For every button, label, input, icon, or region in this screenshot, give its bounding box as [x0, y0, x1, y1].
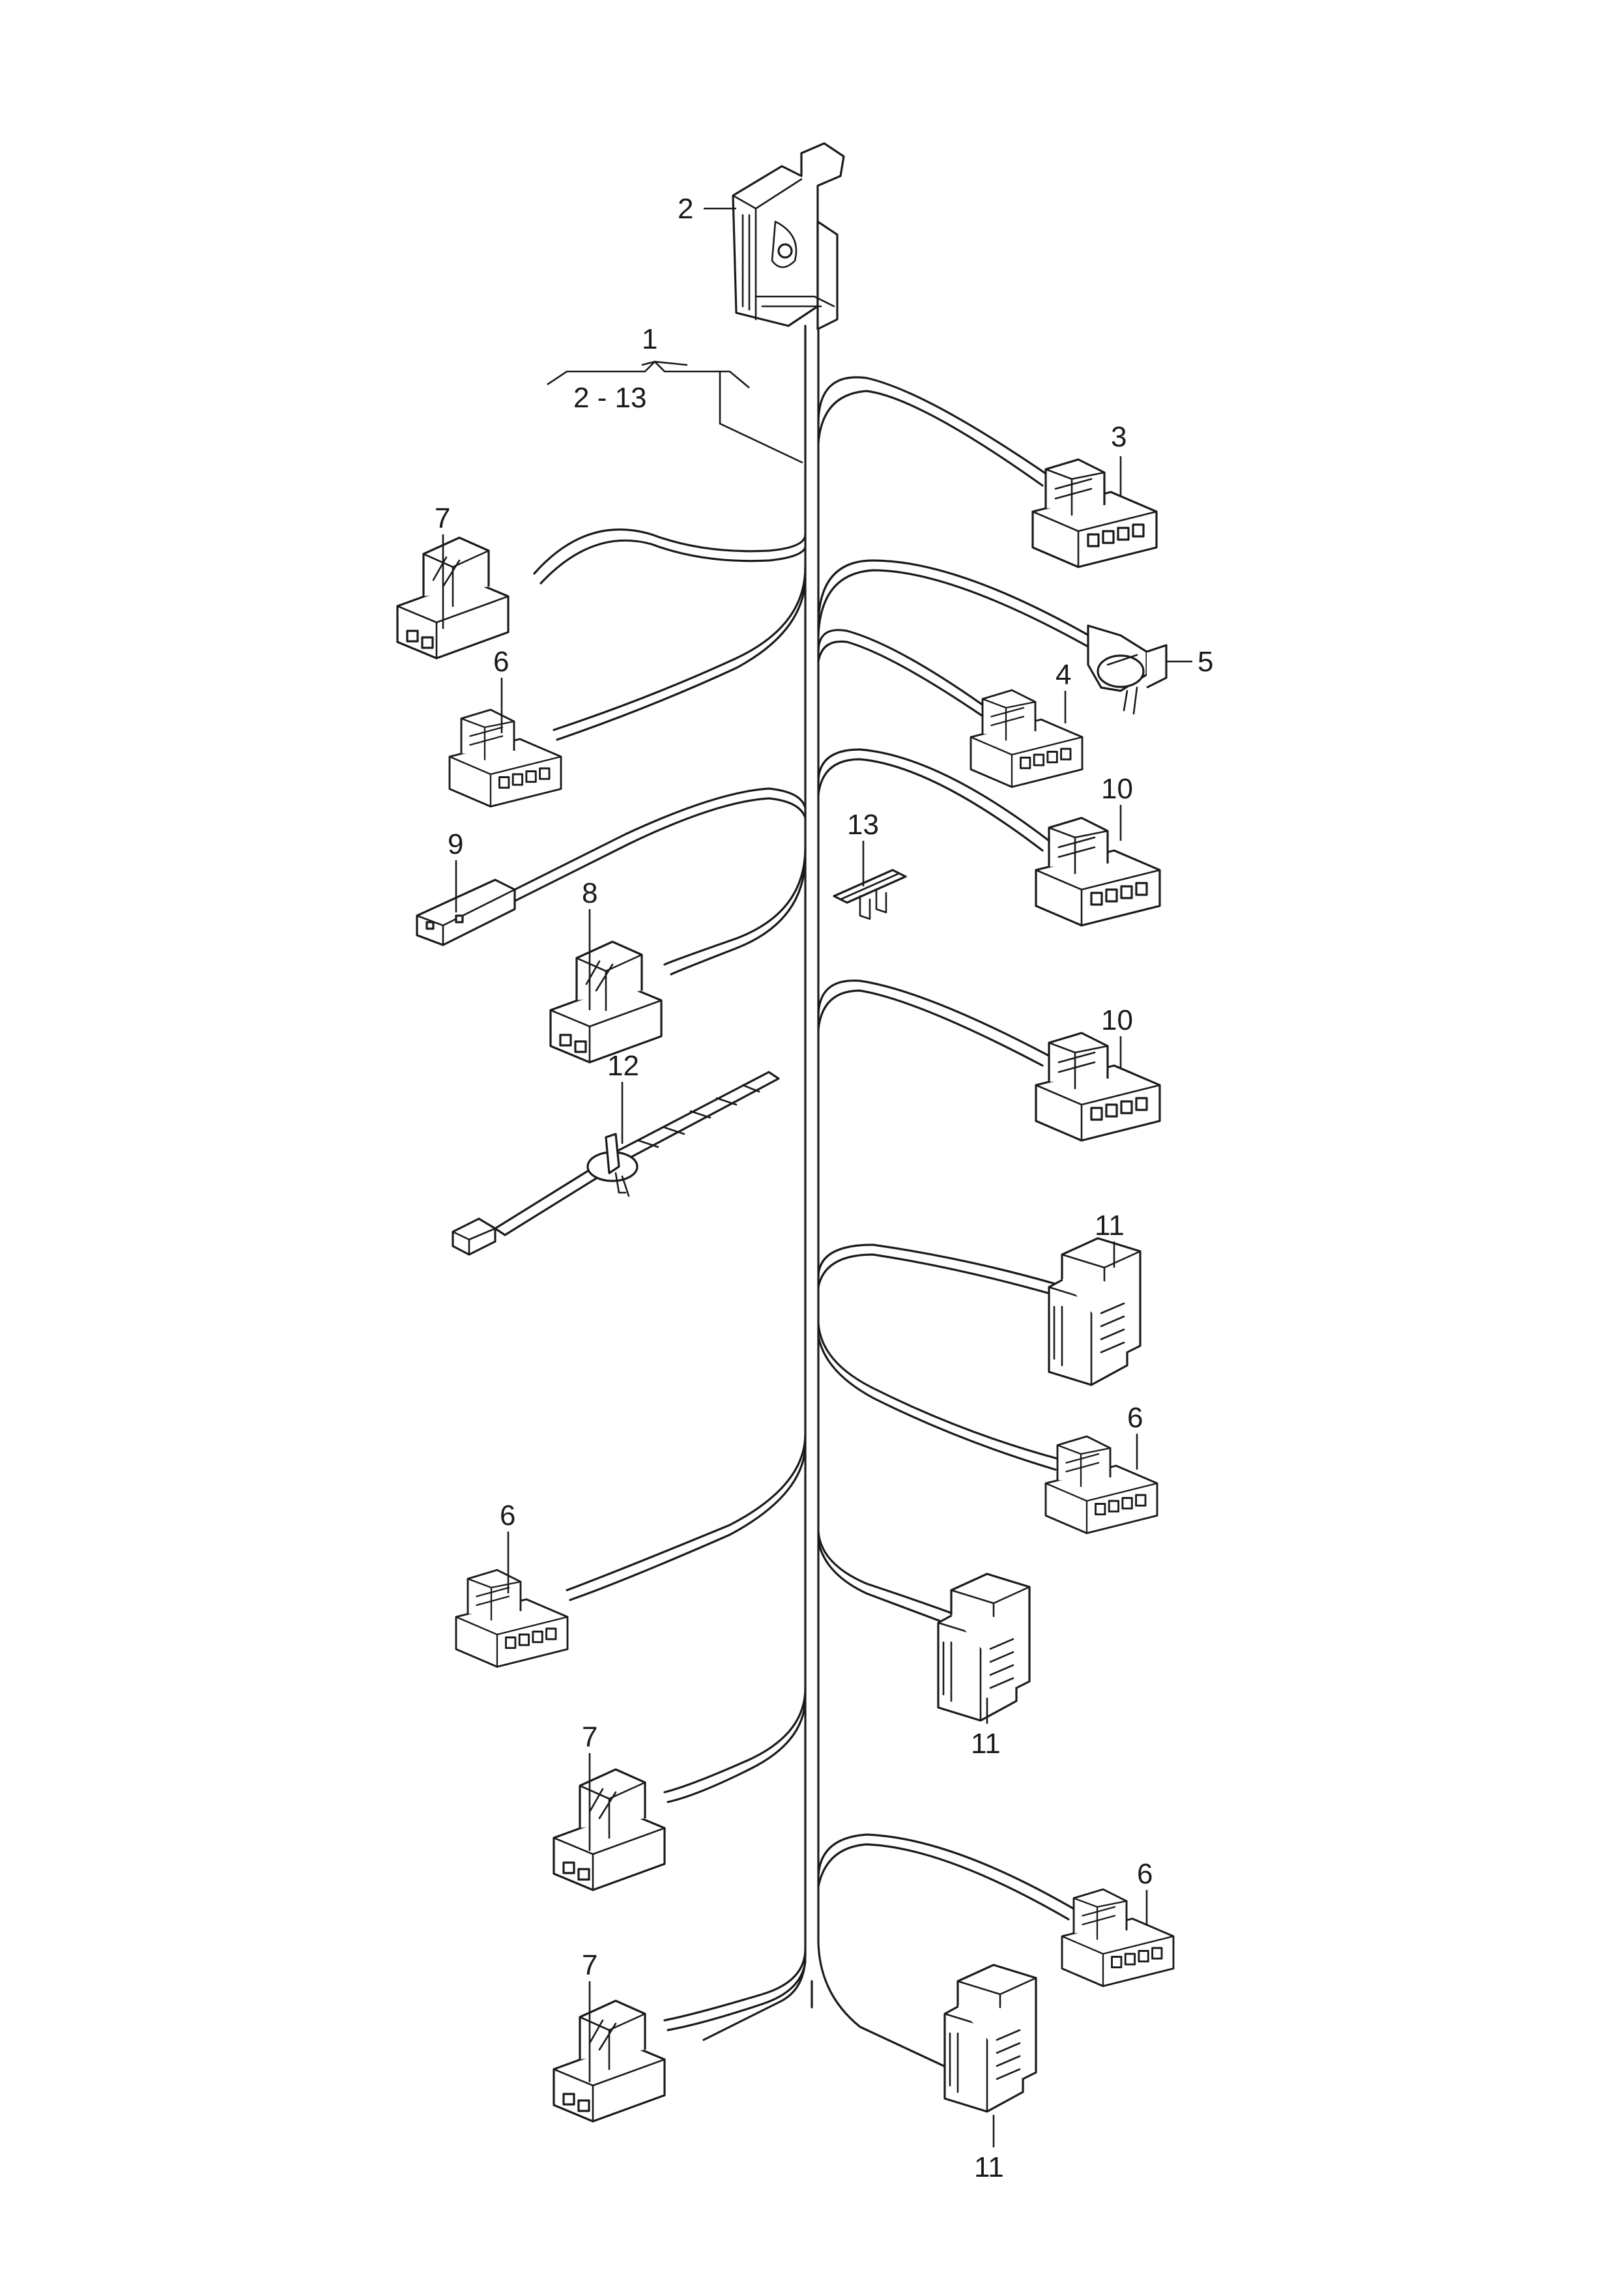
- callout-11-right-upper: 11: [1095, 1210, 1125, 1242]
- callout-11-middle: 11: [971, 1728, 1001, 1760]
- callout-11-bottom: 11: [974, 2151, 1004, 2183]
- callout-6-left-upper: 6: [493, 646, 509, 678]
- connector-3: [1031, 458, 1158, 568]
- connector-6-right-upper: [1044, 1435, 1158, 1534]
- bracket-clip-13: [833, 869, 907, 920]
- callout-6-right-upper: 6: [1127, 1402, 1143, 1434]
- connector-11-bottom: [943, 1964, 1037, 2113]
- callout-7-bottom: 7: [582, 1949, 597, 1981]
- connector-7-middle: [553, 1768, 666, 1891]
- callout-10-upper: 10: [1101, 773, 1133, 805]
- connector-5: [1087, 624, 1168, 715]
- connector-9: [416, 879, 516, 946]
- connector-7-bottom: [553, 1999, 666, 2123]
- connector-11-middle: [937, 1573, 1031, 1722]
- callout-7-middle: 7: [582, 1721, 597, 1753]
- callout-6-left-lower: 6: [500, 1500, 515, 1532]
- callout-12: 12: [607, 1050, 639, 1082]
- connector-11-right-upper: [1048, 1237, 1142, 1386]
- callout-1: 1: [642, 323, 657, 355]
- harness-wires: [507, 325, 1096, 2074]
- connector-7-upper: [396, 536, 510, 660]
- main-connector-2: [732, 142, 845, 330]
- callout-8: 8: [582, 877, 597, 909]
- connector-8: [549, 940, 663, 1064]
- callout-labels: 1 2 - 13 2 3 4 5 6 6 6 6 7 7 7 8 9 10 10…: [435, 193, 1213, 2183]
- callout-7-upper: 7: [435, 502, 450, 534]
- callout-4: 4: [1056, 659, 1071, 691]
- connector-10-upper: [1035, 817, 1161, 927]
- callout-2: 2: [678, 193, 693, 225]
- connector-6-left-upper: [448, 708, 562, 807]
- leader-lines: [442, 207, 1192, 2147]
- callout-10-lower: 10: [1101, 1004, 1133, 1036]
- cable-tie-12: [452, 1071, 780, 1256]
- callout-1-range: 2 - 13: [573, 382, 647, 414]
- callout-13: 13: [847, 809, 879, 841]
- callout-9: 9: [448, 828, 463, 860]
- callout-3: 3: [1111, 421, 1127, 453]
- connector-10-lower: [1035, 1032, 1161, 1142]
- callout-6-right-lower: 6: [1137, 1858, 1153, 1890]
- connector-6-right-lower: [1061, 1888, 1175, 1987]
- callout-5: 5: [1198, 646, 1213, 678]
- connector-6-left-lower: [455, 1569, 569, 1668]
